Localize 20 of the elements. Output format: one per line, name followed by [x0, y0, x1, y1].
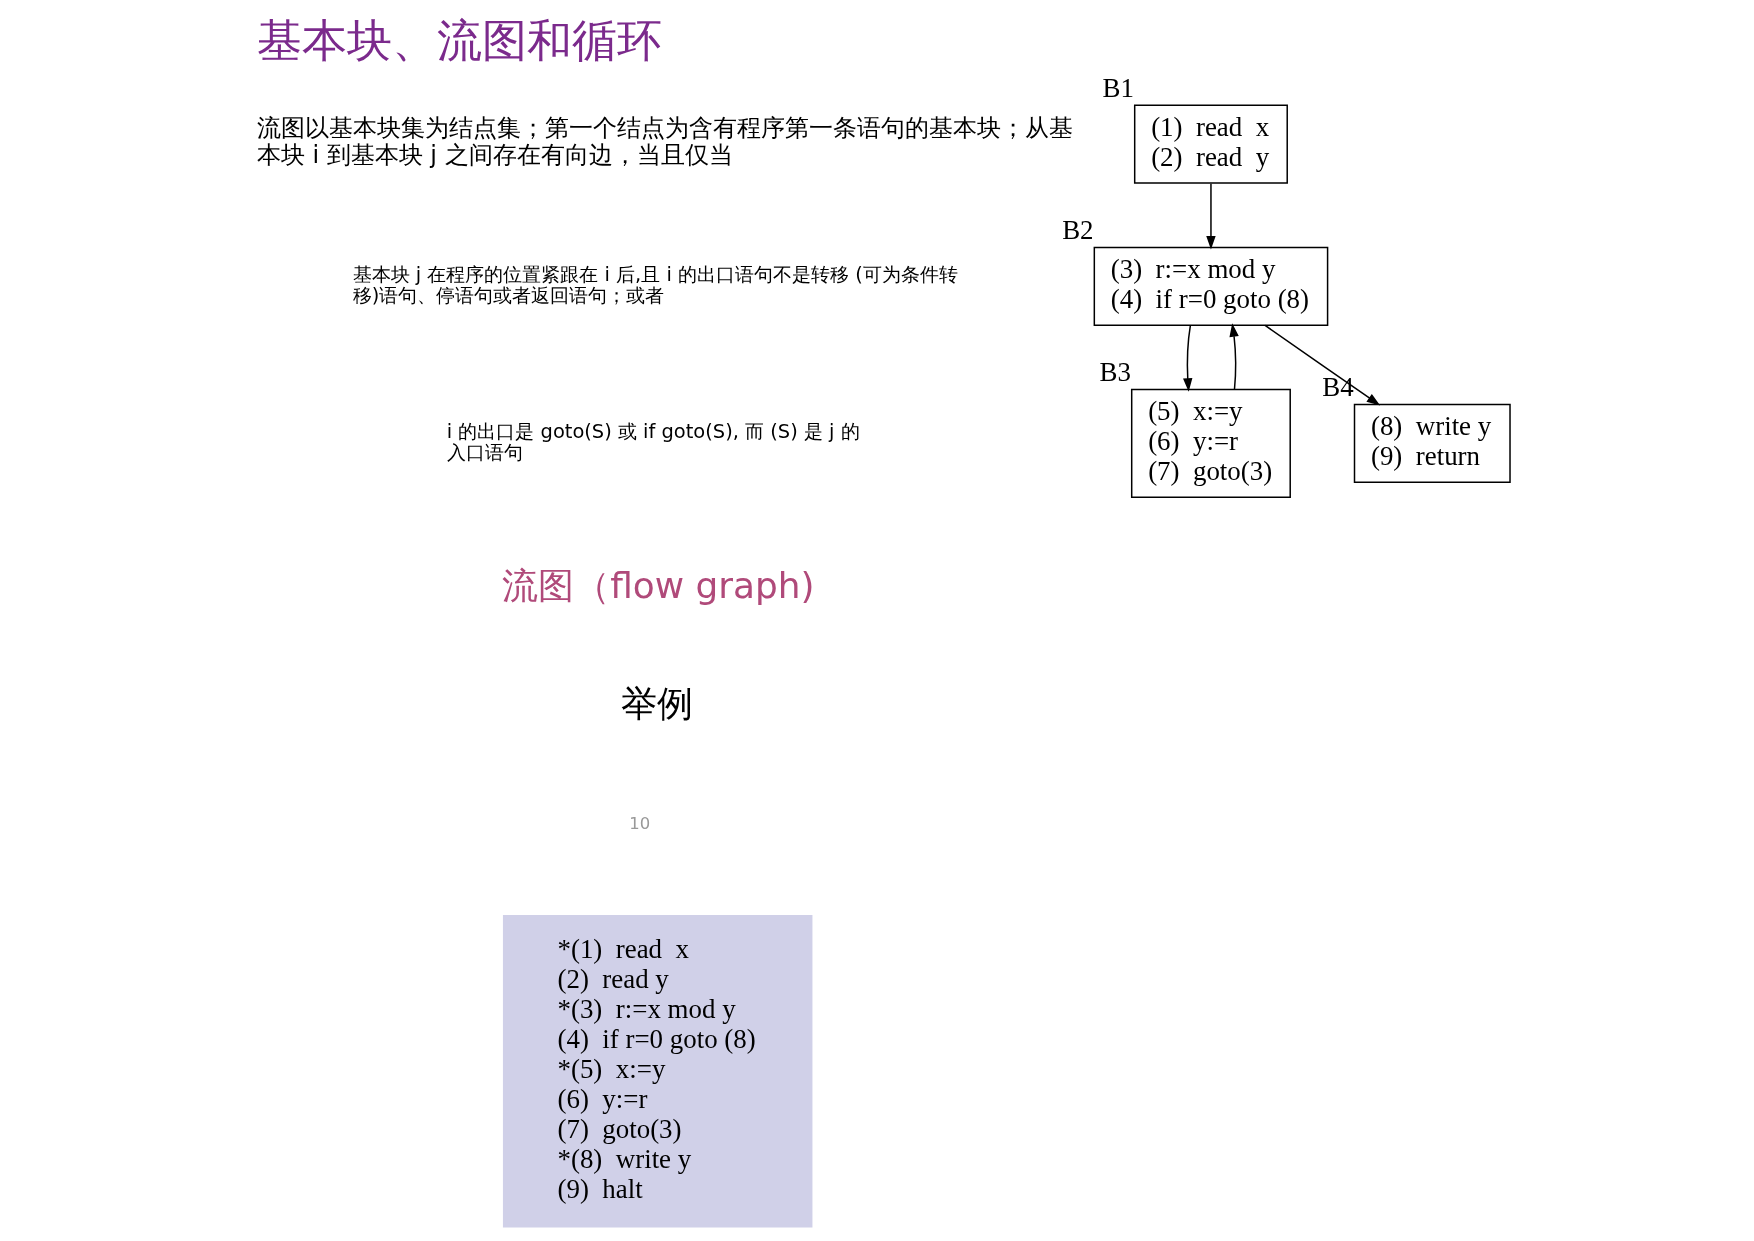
label: 基本块 j 在程序的位置紧跟在 i 后,且 i 的出口语句不是转移 (可为条件转移)语句、停语句或者返回语句；或者 — [352, 262, 958, 307]
arrow — [1205, 183, 1216, 250]
node-label: B3 — [1099, 357, 1131, 388]
label: 举例 — [620, 682, 693, 724]
node-box: (3) r:=x mod y (4) if r=0 goto (8) — [1093, 246, 1328, 326]
arrow — [1182, 324, 1192, 392]
node-box: *(1) read x (2) read y *(3) r:=x mod y (4) if r=0 goto (8) *(5) x:=y (6) y:=r (7) goto(3) *(8) write y (9) halt — [502, 915, 812, 1228]
node-box: (8) write y (9) return — [1353, 403, 1511, 483]
node-label: B1 — [1102, 72, 1134, 103]
label: 流图（flow graph) — [501, 564, 814, 606]
label: i 的出口是 goto(S) 或 if goto(S), 而 (S) 是 j 的入口语句 — [446, 419, 860, 464]
arrow — [1228, 323, 1239, 391]
arrow — [1263, 324, 1380, 406]
label: 流图以基本块集为结点集；第一个结点为含有程序第一条语句的基本块；从基本块 i 到基本块 j 之间存在有向边，当且仅当 — [256, 114, 1073, 170]
diagram-title: 基本块、流图和循环 — [256, 14, 662, 68]
node-label: B2 — [1061, 215, 1094, 246]
node-box: (1) read x (2) read y — [1133, 104, 1288, 184]
node-label: B4 — [1321, 372, 1354, 403]
node-box: (5) x:=y (6) y:=r (7) goto(3) — [1130, 388, 1291, 498]
label: 10 — [628, 813, 650, 833]
